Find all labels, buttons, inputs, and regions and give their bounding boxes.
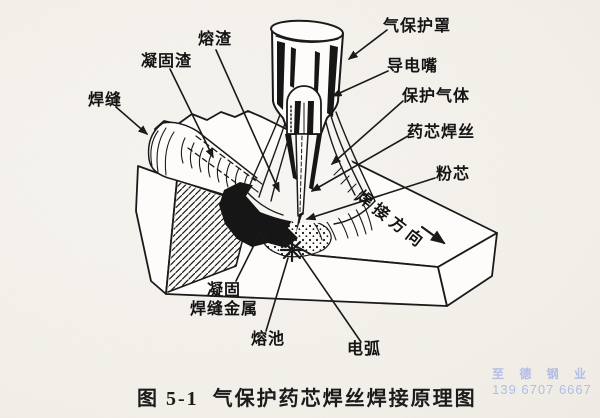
figure-caption-number: 图 5-1 <box>137 388 199 410</box>
figure-caption: 图 5-1 气保护药芯焊丝焊接原理图 <box>137 382 477 411</box>
label-solidified-weld-metal: 凝固 焊缝金属 <box>186 281 262 319</box>
leader-arc <box>296 248 362 343</box>
leader-molten-pool <box>265 257 289 332</box>
label-flux-cored-wire: 药芯焊丝 <box>407 124 476 141</box>
label-molten-slag: 熔渣 <box>198 31 233 48</box>
label-arc: 电弧 <box>347 341 382 358</box>
label-solidified-slag: 凝固渣 <box>141 53 193 70</box>
label-solidified-weld-metal-line2: 焊缝金属 <box>189 301 258 318</box>
label-weld-seam: 焊缝 <box>88 92 123 109</box>
leader-flux-cored-wire <box>310 135 409 192</box>
label-shielding-gas: 保护气体 <box>402 88 471 105</box>
leader-solidified-slag <box>169 68 214 159</box>
watermark-company: 至 德 钢 业 <box>491 367 592 381</box>
flux-cored-wire-shape <box>295 133 309 217</box>
leader-solidified-weld-metal <box>235 228 263 282</box>
label-contact-tip: 导电嘴 <box>387 58 439 75</box>
figure-caption-title: 气保护药芯焊丝焊接原理图 <box>212 388 477 410</box>
watermark-phone: 139 6707 6667 <box>492 382 592 397</box>
welding-direction-arrow <box>420 225 446 245</box>
label-molten-pool: 熔池 <box>251 331 286 348</box>
leader-lines <box>115 29 436 343</box>
leader-shielding-gas <box>330 100 404 165</box>
welding-torch <box>270 19 344 233</box>
leader-contact-tip <box>331 70 389 97</box>
label-gas-shield-cover: 气保护罩 <box>383 18 452 35</box>
leader-powder-core <box>305 177 436 221</box>
leader-weld-seam <box>115 106 149 135</box>
label-powder-core: 粉芯 <box>436 166 471 183</box>
shielding-gas-flow <box>246 111 376 225</box>
watermark: 至 德 钢 业 139 6707 6667 <box>488 367 596 397</box>
leader-gas-shield-cover <box>347 29 388 60</box>
nozzle-opening <box>270 19 344 43</box>
leader-molten-slag <box>215 49 280 193</box>
molten-pool-region <box>262 218 332 258</box>
arc-spark-star <box>279 237 305 263</box>
label-solidified-weld-metal-line1: 凝固 <box>206 282 241 299</box>
